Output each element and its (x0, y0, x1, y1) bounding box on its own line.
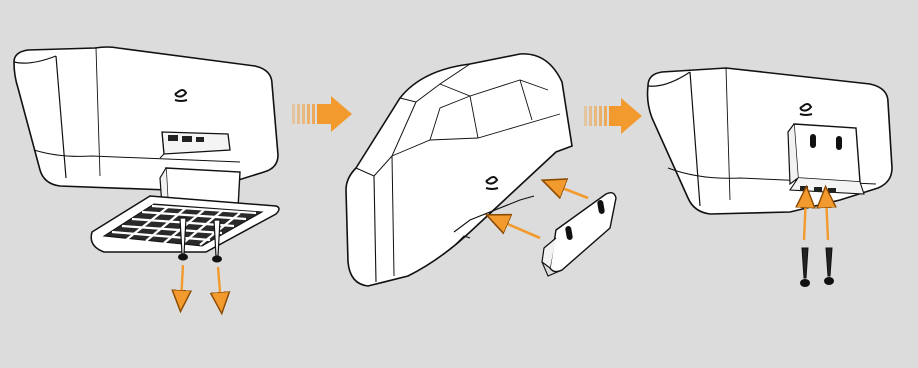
wall-bracket (541, 191, 617, 277)
brand-logo-icon (485, 176, 499, 190)
brand-logo-icon (174, 89, 188, 102)
screw-icon (800, 247, 834, 287)
step-2-device (345, 53, 617, 287)
wall-bracket (787, 123, 865, 195)
insert-arrow-icon (804, 196, 828, 241)
step-1-device (13, 46, 280, 304)
screw-icon (178, 217, 222, 263)
right-arrow-icon (292, 96, 352, 132)
remove-arrow-icon (181, 264, 221, 304)
right-arrow-icon (584, 98, 642, 134)
brand-logo-icon (799, 103, 813, 116)
step-3-device (646, 67, 893, 287)
device-body (13, 46, 279, 191)
insert-arrow-icon (496, 184, 589, 240)
